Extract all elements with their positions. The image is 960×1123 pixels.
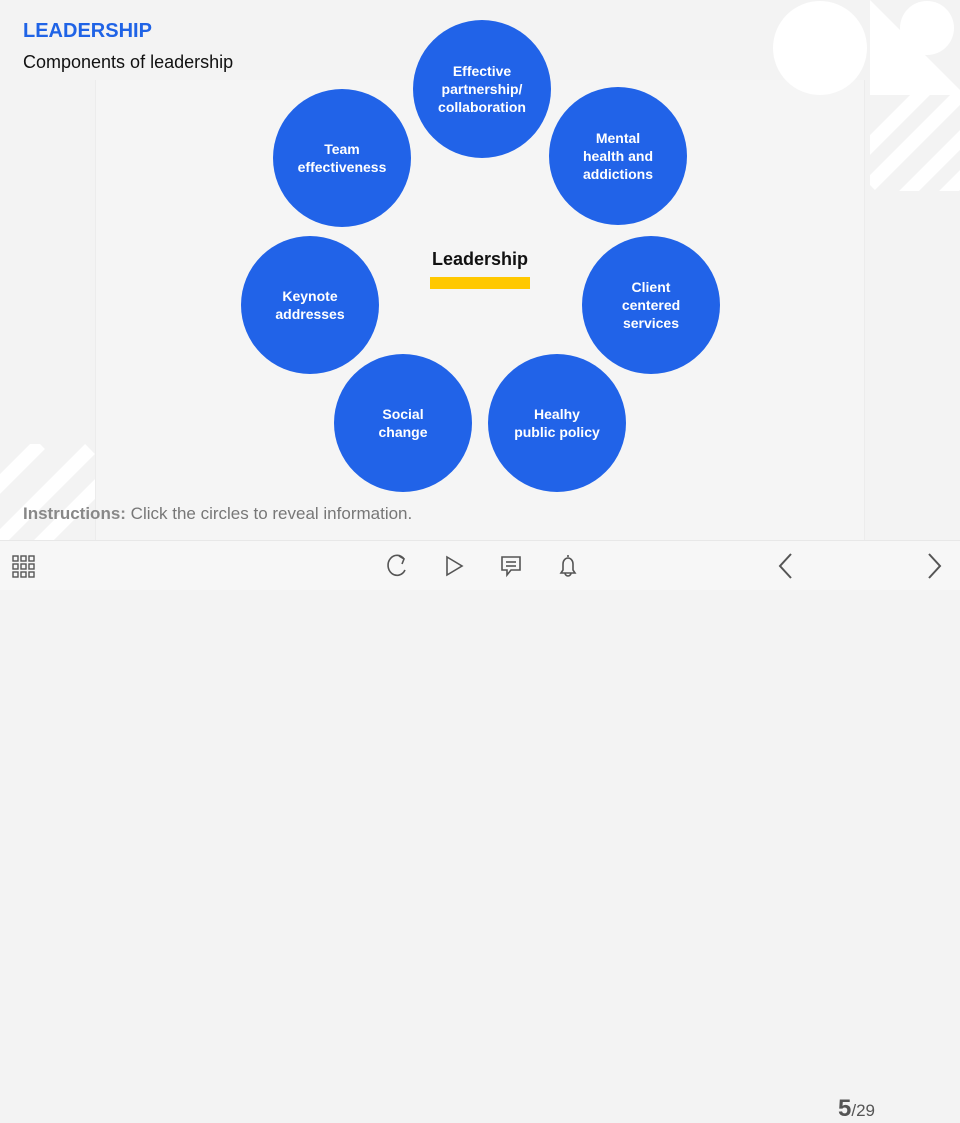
circle-partnership-collaboration[interactable]: Effective partnership/ collaboration (413, 20, 551, 158)
decorative-stripes (0, 444, 95, 540)
page-indicator: 5/29 (838, 1095, 875, 1123)
previous-button[interactable] (772, 549, 800, 583)
circle-mental-health[interactable]: Mental health and addictions (549, 87, 687, 225)
play-icon (446, 555, 464, 577)
bell-icon (559, 555, 577, 577)
current-page: 5 (838, 1095, 852, 1122)
replay-icon (387, 554, 406, 577)
notifications-button[interactable] (554, 551, 582, 581)
next-button[interactable] (920, 549, 948, 583)
chevron-left-icon (778, 553, 792, 579)
player-toolbar: 5/29 (0, 540, 960, 1122)
decorative-shapes (773, 0, 960, 191)
center-label: Leadership (431, 249, 529, 269)
transcript-button[interactable] (497, 551, 525, 581)
circle-keynote-addresses[interactable]: Keynote addresses (241, 236, 379, 374)
slide-title: LEADERSHIP (23, 20, 152, 42)
instructions-text: Click the circles to reveal information. (125, 504, 413, 523)
play-button[interactable] (440, 551, 468, 581)
circle-team-effectiveness[interactable]: Team effectiveness (273, 89, 411, 227)
highlight-bar (430, 277, 530, 289)
circle-public-policy[interactable]: Healhy public policy (488, 354, 626, 492)
menu-grid-button[interactable] (10, 553, 38, 579)
grid-icon (12, 555, 35, 578)
circle-client-centered[interactable]: Client centered services (582, 236, 720, 374)
circle-social-change[interactable]: Social change (334, 354, 472, 492)
slide: LEADERSHIP Components of leadership Effe… (0, 0, 960, 540)
slide-subtitle: Components of leadership (23, 52, 234, 72)
replay-button[interactable] (383, 551, 411, 581)
comment-icon (501, 556, 521, 578)
chevron-right-icon (928, 553, 942, 579)
instructions-label: Instructions: (23, 504, 126, 523)
instructions: Instructions: Click the circles to revea… (23, 504, 412, 524)
total-pages: /29 (851, 1101, 875, 1120)
